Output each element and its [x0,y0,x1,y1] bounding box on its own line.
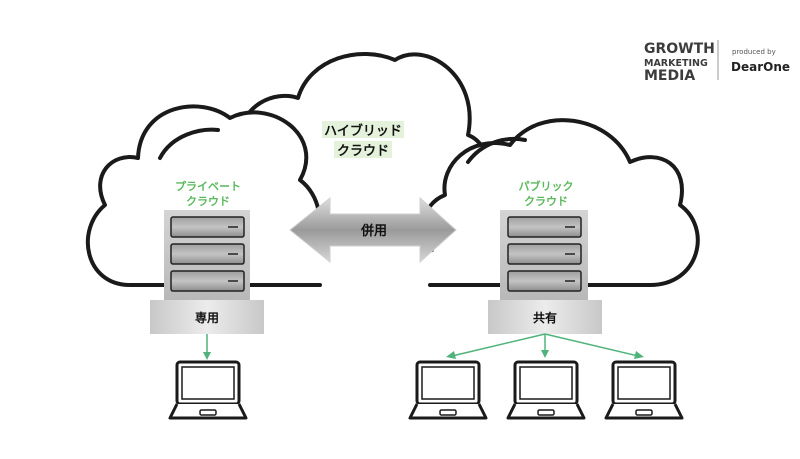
private-cloud-label-1: プライベート [175,179,241,193]
growth-marketing-media-logo: GROWTH MARKETING MEDIA produced by DearO… [644,40,790,84]
laptop-icon [408,360,488,420]
public-cloud-label-1: パブリック [519,179,574,193]
hybrid-cloud-label-1: ハイブリッド [324,123,402,139]
public-server-icon [500,210,588,300]
public-base [488,300,602,334]
laptop-icon [506,360,586,420]
double-arrow-icon [289,196,457,264]
logo-produced-by: produced by [732,48,776,56]
private-server-icon [164,210,250,300]
public-cloud-label-2: クラウド [524,195,568,208]
hybrid-label-highlight-1 [322,121,404,138]
public-cloud-icon [421,118,700,287]
hybrid-label-highlight-2 [334,141,392,158]
public-connectors [446,333,644,359]
arrow-label: 併用 [360,223,387,239]
logo-line2: MARKETING [644,58,708,69]
private-connector [203,334,211,360]
hybrid-cloud-label-2: クラウド [337,144,389,159]
logo-line1: GROWTH [644,41,715,57]
private-cloud-label-2: クラウド [186,195,230,208]
logo-company: DearOne [731,60,790,74]
laptop-icon [604,360,684,420]
public-base-label: 共有 [533,310,557,325]
private-base-label: 専用 [195,310,219,325]
private-cloud-icon [85,104,322,287]
laptop-icon [168,360,248,420]
private-base [150,300,264,334]
logo-line3: MEDIA [644,68,695,84]
